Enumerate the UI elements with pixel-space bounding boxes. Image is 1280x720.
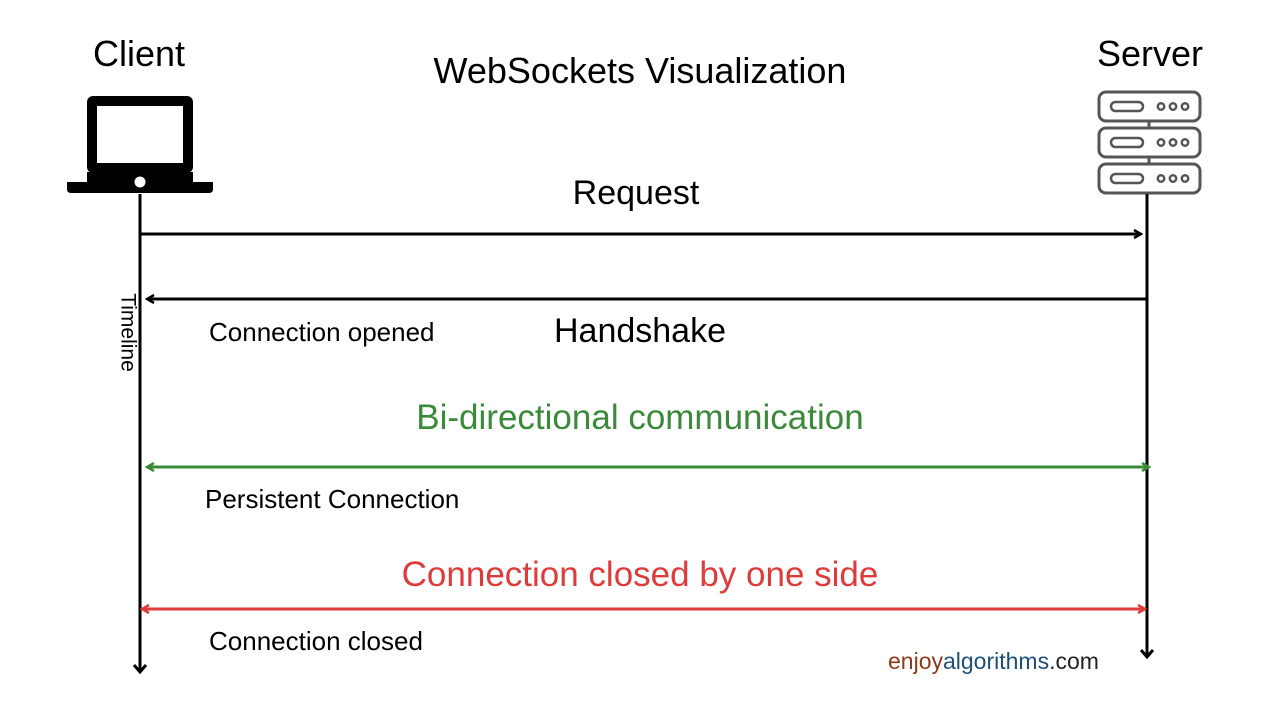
closed-by-one-side-label: Connection closed by one side <box>401 555 879 594</box>
server-label: Server <box>1097 33 1204 74</box>
laptop-icon <box>67 96 213 193</box>
persistent-connection-label: Persistent Connection <box>205 484 460 514</box>
watermark-part-algorithms: algorithms <box>942 648 1050 674</box>
watermark-part-com: .com <box>1049 648 1099 674</box>
handshake-label: Handshake <box>553 312 726 350</box>
connection-closed-label: Connection closed <box>209 626 423 656</box>
timeline-label: Timeline <box>116 293 140 372</box>
request-label: Request <box>572 174 700 212</box>
connection-opened-label: Connection opened <box>209 317 435 347</box>
watermark-part-enjoy: enjoy <box>888 648 943 674</box>
bidirectional-label: Bi-directional communication <box>416 398 864 437</box>
watermark: enjoyalgorithms.com <box>888 650 1099 673</box>
client-label: Client <box>93 33 186 74</box>
server-rack-icon <box>1097 90 1202 195</box>
diagram-title: WebSockets Visualization <box>433 50 847 91</box>
